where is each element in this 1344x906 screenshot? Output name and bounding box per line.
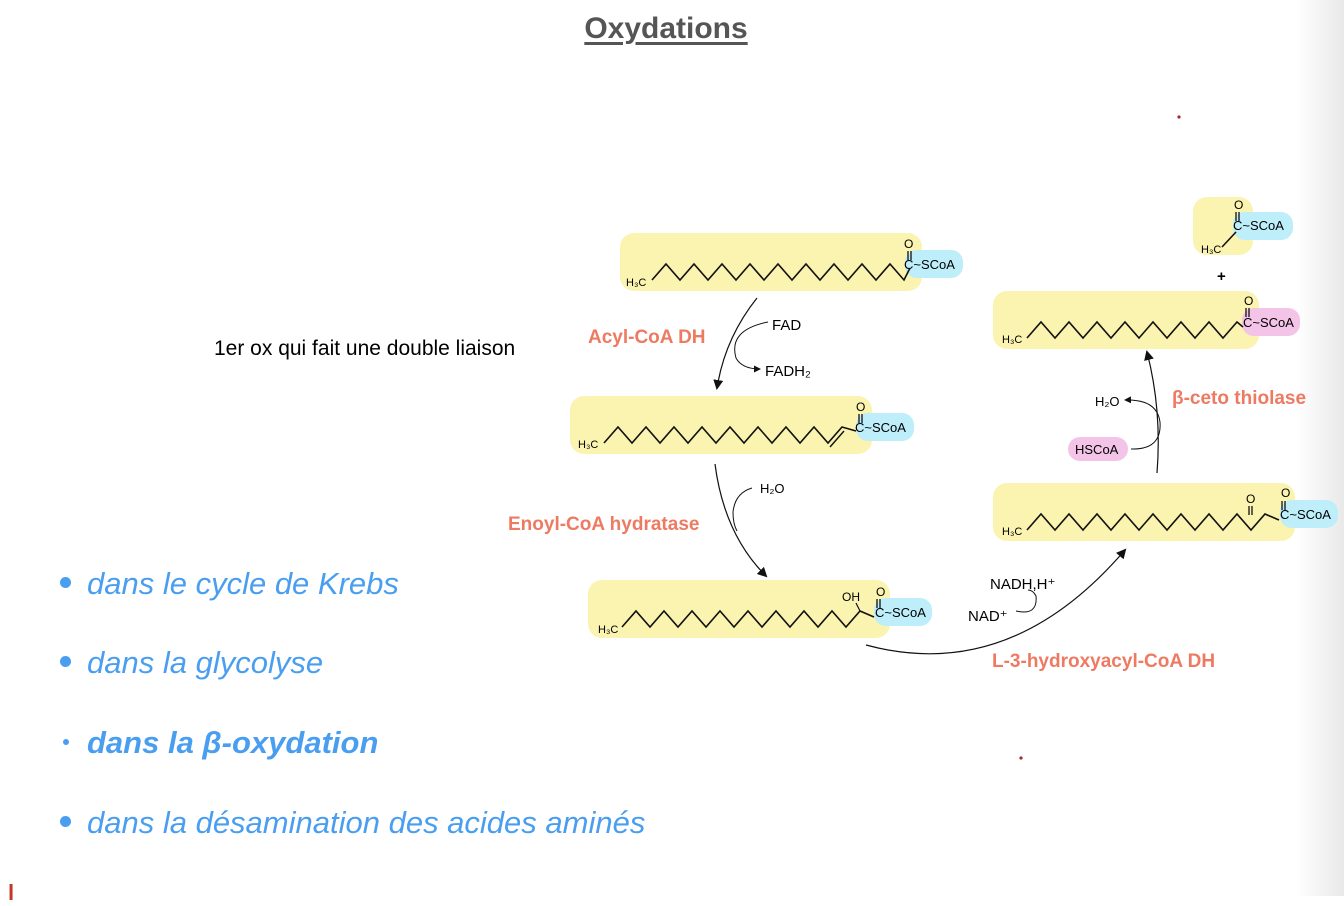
reaction-arrow: [714, 463, 768, 578]
bullet-dot: [60, 577, 71, 589]
coa-highlight: [1233, 212, 1293, 240]
oh-label: OH: [842, 590, 860, 604]
nadh-label: NADH,H⁺: [990, 576, 1055, 593]
hscoa-highlight: [1068, 437, 1128, 461]
reaction-arrow: [1144, 350, 1159, 474]
coa-highlight: [1242, 308, 1300, 336]
bullet-dot: [63, 738, 69, 745]
coa-highlight: [905, 250, 963, 278]
oxo-label: O: [1234, 198, 1243, 212]
handwritten-annotation: 1er ox qui fait une double liaison: [214, 337, 516, 360]
coa-highlight: [1280, 500, 1338, 528]
scoa-label: C~SCoA: [875, 605, 926, 620]
stray-dot: [1019, 756, 1023, 760]
molecule-hydroxyacyl-coa: O OH C~SCoA H₃C: [588, 580, 932, 638]
right-edge-shade: [1296, 0, 1344, 896]
scoa-label: C~SCoA: [1280, 507, 1331, 522]
h2o-label: H₂O: [1095, 394, 1120, 409]
molecule-ketoacyl-coa: O O C~SCoA H₃C: [993, 483, 1338, 541]
enzyme-thiolase: β-ceto thiolase: [1172, 388, 1306, 409]
coa-highlight: [856, 413, 914, 441]
fad-label: FAD: [772, 317, 801, 334]
list-item: dans la désamination des acides aminés: [58, 805, 645, 841]
chain-highlight: [1193, 197, 1253, 255]
enzyme-hydroxyacyl-coa-dh: L-3-hydroxyacyl-CoA DH: [992, 651, 1215, 672]
h2o-label: H₂O: [760, 481, 785, 496]
hscoa-label: HSCoA: [1075, 442, 1119, 457]
enzyme-acyl-coa-dh: Acyl-CoA DH: [588, 327, 706, 348]
oxo-label: O: [904, 237, 913, 251]
oxo-label: O: [1281, 486, 1290, 500]
h3c-label: H₃C: [578, 439, 598, 451]
oxo-label: O: [1244, 294, 1253, 308]
list-item: dans le cycle de Krebs: [58, 566, 399, 602]
nad-label: NAD⁺: [968, 608, 1008, 625]
reaction-arrow: [713, 297, 758, 390]
list-item-text: dans le cycle de Krebs: [87, 566, 399, 601]
cofactor-arrow: [1124, 396, 1161, 450]
oxo-label: O: [856, 400, 865, 414]
molecule-enoyl-coa: O C~SCoA H₃C: [570, 396, 914, 454]
carbon-chain: [1026, 320, 1244, 340]
oxo-label: O: [876, 585, 885, 599]
list-item: dans la β-oxydation: [58, 725, 378, 761]
molecule-shortened-acyl-coa: O C~SCoA H₃C: [993, 291, 1300, 349]
bullet-dot: [60, 656, 71, 668]
h3c-label: H₃C: [1002, 334, 1022, 346]
cut-off-text: l: [8, 880, 15, 905]
h3c-label: H₃C: [598, 624, 618, 636]
carbon-chain: [603, 425, 857, 445]
h3c-label: H₃C: [626, 277, 646, 289]
fadh2-label: FADH₂: [765, 363, 811, 380]
page-title: Oxydations: [584, 12, 748, 45]
scoa-label: C~SCoA: [1243, 315, 1294, 330]
bullet-dot: [60, 816, 71, 828]
list-item-text: dans la β-oxydation: [87, 725, 379, 760]
scoa-label: C~SCoA: [1233, 218, 1284, 233]
molecule-acyl-coa: O C~SCoA H₃C: [620, 233, 963, 291]
plus-sign: +: [1217, 268, 1226, 285]
h3c-label: H₃C: [1002, 526, 1022, 538]
carbon-chain: [651, 262, 911, 282]
reaction-arrow: [865, 548, 1127, 655]
cofactor-arrow: [1015, 589, 1037, 613]
cofactor-arrow: [732, 487, 753, 532]
cofactor-arrow: [734, 321, 769, 373]
carbon-chain: [1221, 231, 1237, 248]
chain-highlight: [993, 291, 1259, 349]
enzyme-enoyl-coa-hydratase: Enoyl-CoA hydratase: [508, 514, 699, 535]
oxo-label: O: [1246, 492, 1255, 506]
chain-highlight: [620, 233, 922, 291]
carbon-chain: [1026, 512, 1280, 532]
list-item: dans la glycolyse: [58, 645, 323, 681]
carbon-chain: [621, 609, 875, 629]
h3c-label: H₃C: [1201, 244, 1221, 256]
chain-highlight: [570, 396, 872, 454]
chain-highlight: [588, 580, 890, 638]
list-item-text: dans la désamination des acides aminés: [87, 805, 646, 840]
list-item-text: dans la glycolyse: [87, 645, 324, 680]
coa-highlight: [874, 598, 932, 626]
scoa-label: C~SCoA: [855, 420, 906, 435]
molecule-acetyl-coa: O C~SCoA H₃C: [1193, 197, 1293, 256]
scoa-label: C~SCoA: [904, 257, 955, 272]
stray-dot: [1177, 115, 1181, 119]
